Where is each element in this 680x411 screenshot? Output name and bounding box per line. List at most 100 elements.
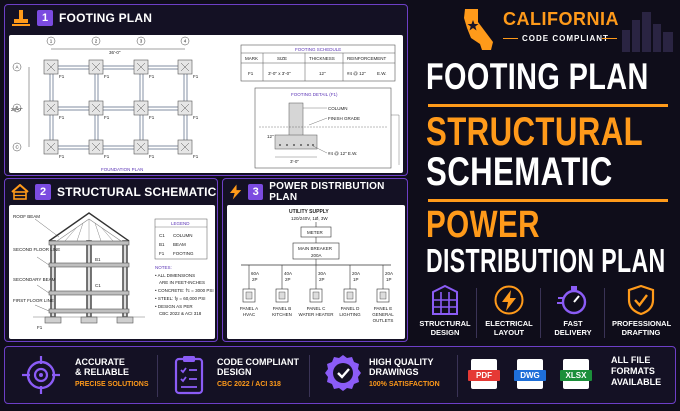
breaker-amps: 20A bbox=[385, 271, 393, 276]
schedule-header: MARK bbox=[245, 56, 258, 61]
footing-label: F1 bbox=[193, 154, 199, 159]
tagline-rule-left bbox=[503, 38, 518, 39]
schedule-cell: E.W. bbox=[377, 71, 387, 76]
column-mark bbox=[46, 103, 56, 113]
feature-subtitle: PRECISE SOLUTIONS bbox=[75, 381, 149, 388]
brand-name: CALIFORNIA bbox=[503, 9, 619, 29]
legend-key: C1 bbox=[159, 233, 165, 238]
schedule-cell: 12" bbox=[319, 71, 326, 76]
load-device-face bbox=[379, 291, 387, 300]
footing-label: F1 bbox=[149, 115, 155, 120]
schedule-cell: F1 bbox=[248, 71, 254, 76]
legend-title: LEGEND bbox=[171, 221, 190, 226]
load-label: KITCHEN bbox=[272, 312, 292, 317]
dim-top: 36'-0" bbox=[109, 50, 121, 55]
detail-column: COLUMN bbox=[328, 106, 348, 111]
note-line: • CONCRETE: f'c = 3000 PSI bbox=[155, 288, 214, 293]
breaker-poles: 2P bbox=[319, 277, 325, 282]
feature-title: ACCURATE& RELIABLE bbox=[75, 357, 129, 378]
footing-label: F1 bbox=[149, 74, 155, 79]
breaker-poles: 2P bbox=[252, 277, 258, 282]
grid-number: 1 bbox=[50, 39, 53, 44]
target-icon bbox=[22, 356, 60, 394]
main-breaker-label: MAIN BREAKER bbox=[298, 246, 333, 251]
feature-divider bbox=[309, 355, 310, 397]
shield-check-icon bbox=[627, 284, 655, 316]
panel-title: FOOTING PLAN bbox=[59, 11, 153, 25]
first-floor-label: FIRST FLOOR LINE bbox=[13, 298, 54, 303]
power-drawing: UTILITY SUPPLY 120/240V, 1Ø, 3W METER MA… bbox=[227, 205, 405, 339]
service-divider bbox=[604, 288, 605, 338]
beam-mark: B1 bbox=[95, 257, 101, 262]
breaker-amps: 40A bbox=[284, 271, 292, 276]
panel-number: 1 bbox=[37, 10, 53, 26]
load-label: PANEL E bbox=[374, 306, 393, 311]
footing-label: F1 bbox=[149, 154, 155, 159]
footing-label: F1 bbox=[193, 115, 199, 120]
detail-width: 3'-0" bbox=[290, 159, 299, 164]
house-frame-icon bbox=[11, 184, 29, 200]
structural-drawing: ROOF BEAM SECOND FLOOR LINE SECONDARY BE… bbox=[9, 205, 215, 339]
breaker-poles: 1P bbox=[353, 277, 359, 282]
footing-label: F1 bbox=[104, 74, 110, 79]
load-device-face bbox=[312, 291, 320, 300]
checklist-icon bbox=[174, 356, 204, 395]
load-label: WATER HEATER bbox=[299, 312, 335, 317]
column-mark bbox=[136, 142, 146, 152]
grid-letter: B bbox=[16, 106, 19, 111]
headline-distribution-plan: DISTRIBUTION PLAN bbox=[426, 242, 666, 279]
main-breaker-amps: 200A bbox=[311, 253, 322, 258]
features-bar: ACCURATE& RELIABLE PRECISE SOLUTIONS COD… bbox=[4, 346, 676, 404]
panel-header: 3 POWER DISTRIBUTION PLAN bbox=[223, 179, 407, 205]
column-mark bbox=[46, 142, 56, 152]
roof-beam-label: ROOF BEAM bbox=[13, 214, 40, 219]
legend-key: F1 bbox=[159, 251, 165, 256]
building-icon bbox=[432, 284, 458, 315]
footing-label: F1 bbox=[59, 74, 65, 79]
grid-bubble bbox=[46, 36, 56, 46]
california-state-icon bbox=[464, 9, 493, 50]
note-line: • DESIGN AS PER bbox=[155, 304, 193, 309]
grid-bubble bbox=[180, 36, 190, 46]
dwg-file-icon: DWG bbox=[514, 359, 546, 389]
grid-bubble bbox=[12, 62, 22, 72]
note-line: CBC 2022 & ACI 318 bbox=[159, 311, 202, 316]
grid-letter: A bbox=[16, 65, 19, 70]
load-label: PANEL C bbox=[307, 306, 327, 311]
utility-supply: UTILITY SUPPLY bbox=[289, 209, 329, 215]
column-mark bbox=[136, 62, 146, 72]
schedule-header: SIZE bbox=[277, 56, 287, 61]
pdf-file-icon: PDF bbox=[468, 359, 500, 389]
feature-divider bbox=[157, 355, 158, 397]
grid-number: 2 bbox=[95, 39, 98, 44]
headline-power: POWER bbox=[426, 204, 540, 246]
schedule-header: REINFORCEMENT bbox=[347, 56, 387, 61]
xlsx-file-icon: XLSX bbox=[560, 359, 592, 389]
grid-bubble bbox=[91, 36, 101, 46]
structural-schematic-panel: 2 STRUCTURAL SCHEMATIC bbox=[4, 178, 218, 342]
footing-label: F1 bbox=[104, 115, 110, 120]
second-floor-label: SECOND FLOOR LINE bbox=[13, 247, 60, 252]
foundation-caption: FOUNDATION PLAN bbox=[101, 167, 143, 172]
detail-depth: 12" bbox=[267, 134, 274, 139]
legend-value: COLUMN bbox=[173, 233, 193, 238]
load-label: LIGHTING bbox=[339, 312, 361, 317]
breaker-amps: 60A bbox=[251, 271, 259, 276]
legend-value: FOOTING bbox=[173, 251, 194, 256]
service-divider bbox=[540, 288, 541, 338]
headline-structural: STRUCTURAL bbox=[426, 110, 644, 154]
headline-footing-plan: FOOTING PLAN bbox=[426, 56, 649, 97]
dim-left: 28'-0" bbox=[11, 107, 23, 112]
city-skyline-icon bbox=[622, 12, 673, 52]
detail-rebar: #4 @ 12" E.W. bbox=[328, 151, 357, 156]
panel-title: STRUCTURAL SCHEMATIC bbox=[57, 185, 217, 199]
footing-label: F1 bbox=[193, 74, 199, 79]
